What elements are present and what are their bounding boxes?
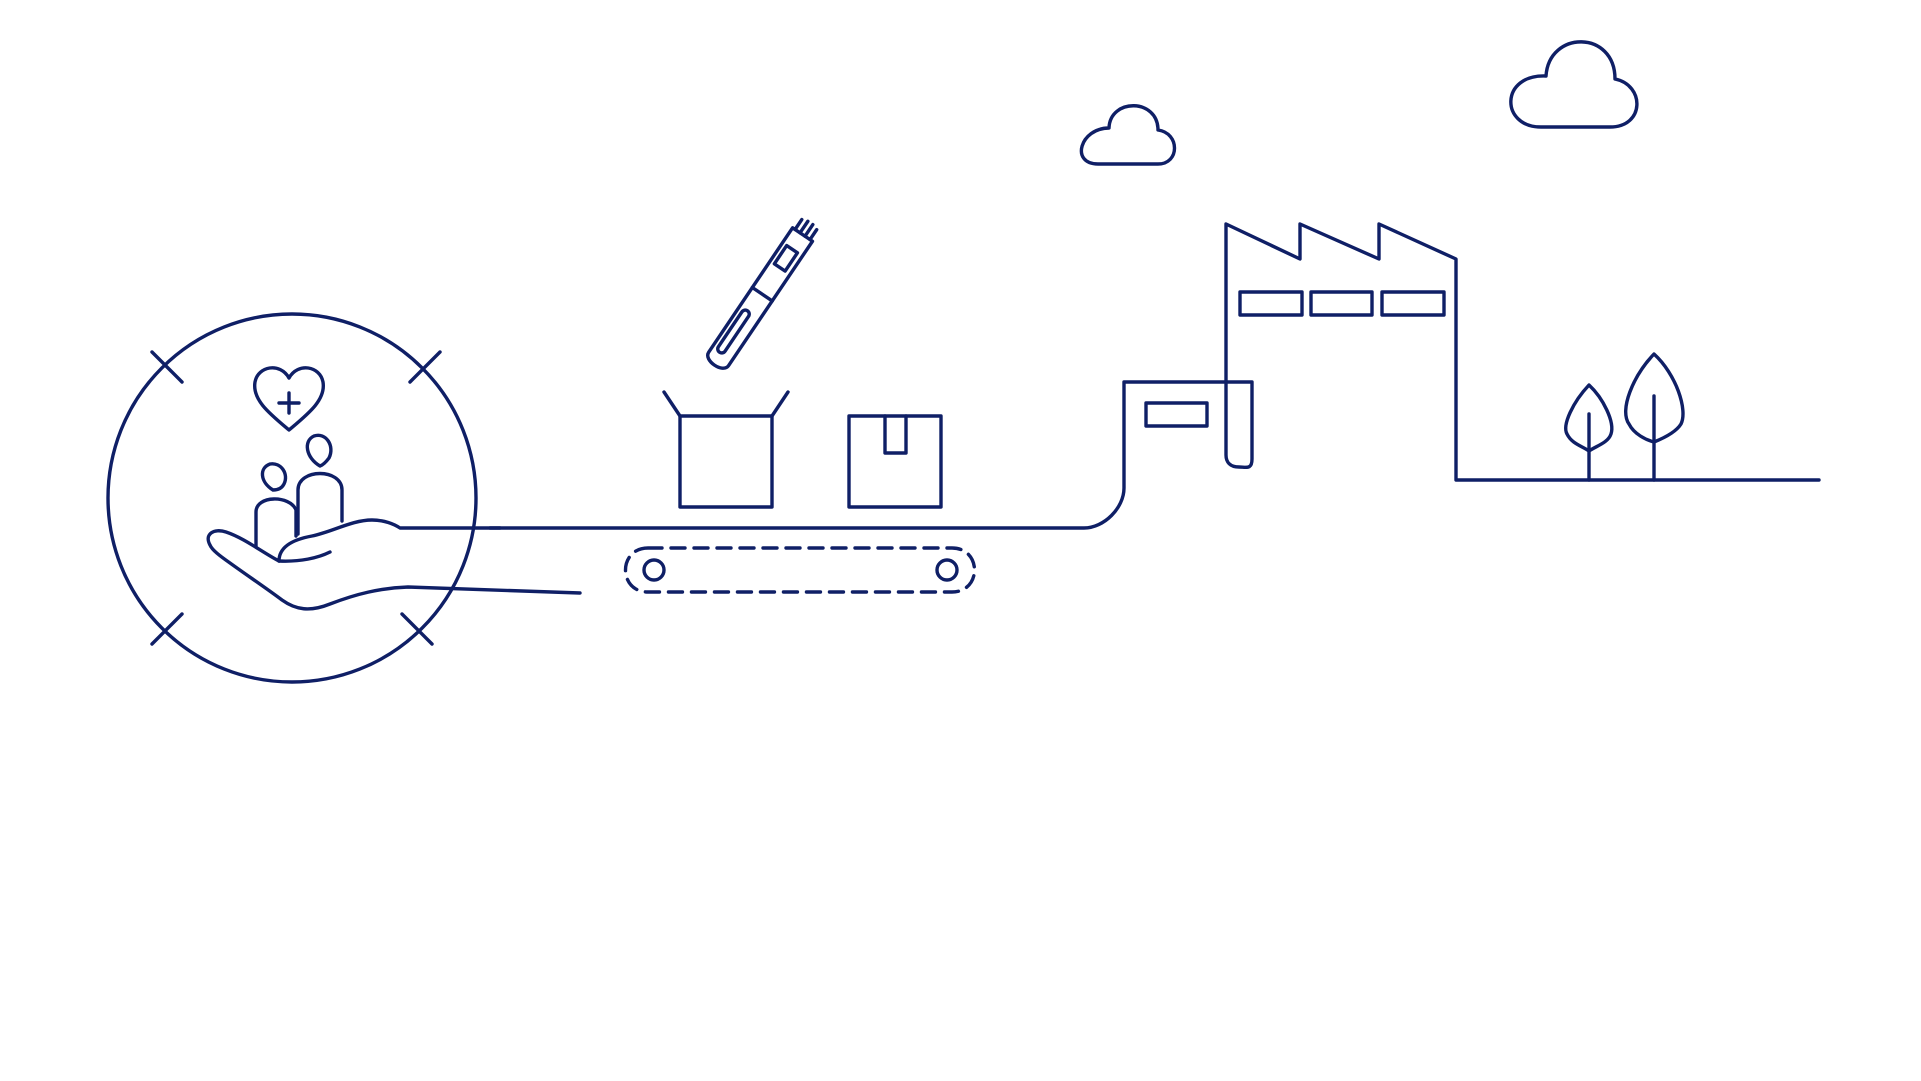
test-tube-icon [706,217,819,370]
heart-plus-icon [253,366,325,432]
cloud-icon [1509,40,1639,129]
conveyor-belt-icon [623,546,977,594]
tree-icon [1564,383,1614,482]
production-line [488,222,1821,530]
closed-box-icon [847,414,943,509]
people-icon [254,433,344,548]
focus-circle [106,312,478,684]
tree-icon [1624,352,1685,482]
cloud-icon [1079,104,1176,166]
factory-icon [1144,290,1446,428]
care-hand-icon [206,518,582,611]
open-box-icon [662,390,790,509]
